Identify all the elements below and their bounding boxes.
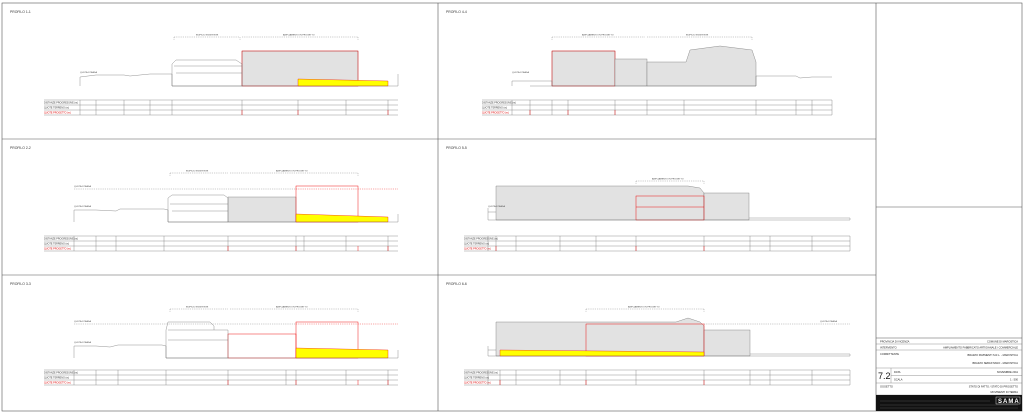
level-label: QUOTA STRADA — [74, 341, 92, 344]
profile-panel-4: PROFILO 4-4 AMPLIAMENTO IN PROGETTO EDIF… — [446, 10, 833, 116]
sheet-number: 7.2 — [878, 371, 891, 381]
existing-building — [614, 58, 648, 87]
oggetto-2: MOVIMENTI DI TERRA — [991, 390, 1019, 394]
terrain-profile — [79, 73, 399, 87]
terrain-profile — [74, 344, 399, 359]
profile-title: PROFILO 5-5 — [446, 146, 467, 150]
row-label: QUOTE TERRENO (m) — [482, 107, 507, 110]
committente-2: BRAZZO SEBASTIANO - MAROSTICA — [972, 361, 1018, 365]
profile-title: PROFILO 6-6 — [446, 282, 467, 286]
label-ampliamento-in-progetto: AMPLIAMENTO IN PROGETTO — [283, 34, 315, 37]
committente-label: COMMITTENTE — [880, 352, 899, 356]
existing-building — [703, 329, 751, 357]
data-value: NOVEMBRE 2011 — [997, 370, 1019, 374]
profile-panel-6: PROFILO 6-6 AMPLIAMENTO IN PROGETTO QUOT… — [446, 282, 851, 386]
company-logo: SAMA — [998, 399, 1020, 405]
label-ampliamento-in-progetto: AMPLIAMENTO IN PROGETTO — [628, 306, 660, 309]
intervento: AMPLIAMENTO FABBRICATO ARTIGIANALE / COM… — [943, 346, 1018, 350]
row-label: DISTANZE PROGRESSIVE (m) — [44, 372, 78, 375]
fill-earthwork — [295, 213, 389, 223]
terrain-profile — [74, 208, 399, 223]
level-label: QUOTA STRADA — [820, 320, 838, 323]
fill-earthwork — [295, 347, 389, 359]
profile-data-table: DISTANZE PROGRESSIVE (m) QUOTE TERRENO (… — [44, 99, 398, 116]
oggetto-1: STATO DI FATTO / STATO DI PROGETTO — [969, 385, 1018, 389]
project-outline — [227, 333, 297, 359]
row-label: QUOTE TERRENO (m) — [44, 107, 69, 110]
row-label: QUOTE PROGETTO (m) — [44, 112, 71, 115]
comune: COMUNE DI MAROSTICA — [987, 340, 1018, 344]
row-label: QUOTE PROGETTO (m) — [464, 248, 491, 251]
row-label: QUOTE TERRENO (m) — [44, 377, 69, 380]
level-label: QUOTA STRADA — [512, 71, 530, 74]
fill-earthwork — [297, 78, 389, 87]
profile-data-table: DISTANZE PROGRESSIVE (m) QUOTE TERRENO (… — [464, 369, 851, 386]
existing-building — [227, 196, 297, 223]
label-ampliamento-in-progetto: AMPLIAMENTO IN PROGETTO — [276, 306, 308, 309]
level-label: QUOTA STRADA — [74, 320, 92, 323]
row-label: QUOTE PROGETTO (m) — [464, 382, 491, 385]
profile-title: PROFILO 1-1 — [10, 10, 31, 14]
terrain-profile — [488, 211, 851, 221]
provincia-label: PROVINCIA DI VICENZA — [880, 340, 910, 344]
logo-bar — [876, 395, 1022, 411]
oggetto-label: OGGETTO — [880, 385, 893, 389]
existing-building — [646, 45, 757, 87]
intervento-label: INTERVENTO — [880, 346, 897, 350]
label-ampliamento-in-progetto: AMPLIAMENTO IN PROGETTO — [582, 34, 614, 37]
profile-panel-3: PROFILO 3-3 EDIFICIO ESISTENTE AMPLIAMEN… — [10, 282, 399, 386]
level-label: QUOTA STRADA — [80, 71, 98, 74]
profile-data-table: DISTANZE PROGRESSIVE (m) QUOTE TERRENO (… — [44, 369, 398, 386]
level-label: QUOTA STRADA — [488, 205, 506, 208]
data-label: DATA — [894, 370, 901, 374]
existing-building — [551, 50, 616, 87]
scala-label: SCALA — [894, 378, 903, 382]
row-label: DISTANZE PROGRESSIVE (m) — [464, 372, 498, 375]
scala-value: 1 : 500 — [1010, 378, 1018, 382]
level-label: QUOTA STRADA — [74, 205, 92, 208]
row-label: QUOTE TERRENO (m) — [464, 377, 489, 380]
row-label: DISTANZE PROGRESSIVE (m) — [44, 238, 78, 241]
existing-building — [703, 192, 750, 221]
row-label: QUOTE TERRENO (m) — [464, 243, 489, 246]
existing-building — [165, 321, 229, 359]
terrain-profile — [512, 75, 832, 87]
profile-panel-2: PROFILO 2-2 EDIFICIO ESISTENTE AMPLIAMEN… — [10, 146, 399, 252]
label-edificio-esistente: EDIFICIO ESISTENTE — [186, 307, 209, 309]
logo-box — [995, 396, 1021, 405]
level-label: QUOTA STRADA — [74, 185, 92, 188]
profile-panel-1: PROFILO 1-1 EDIFICIO ESISTENTE AMPLIAMEN… — [10, 10, 399, 116]
label-edificio-esistente: EDIFICIO ESISTENTE — [196, 35, 219, 37]
row-label: QUOTE PROGETTO (m) — [482, 112, 509, 115]
profile-title: PROFILO 3-3 — [10, 282, 31, 286]
label-ampliamento-in-progetto: AMPLIAMENTO IN PROGETTO — [276, 170, 308, 173]
profile-title: PROFILO 2-2 — [10, 146, 31, 150]
row-label: DISTANZE PROGRESSIVE (m) — [464, 238, 498, 241]
title-block: PROVINCIA DI VICENZA COMUNE DI MAROSTICA… — [876, 206, 1022, 411]
profile-data-table: DISTANZE PROGRESSIVE (m) QUOTE TERRENO (… — [44, 235, 398, 252]
row-label: QUOTE PROGETTO (m) — [44, 248, 71, 251]
profile-panel-5: PROFILO 5-5 AMPLIAMENTO IN PROGETTO QUOT… — [446, 146, 851, 252]
label-ampliamento-in-progetto: AMPLIAMENTO IN PROGETTO — [652, 178, 684, 181]
row-label: DISTANZE PROGRESSIVE (m) — [44, 102, 78, 105]
profile-data-table: DISTANZE PROGRESSIVE (m) QUOTE TERRENO (… — [482, 99, 833, 116]
profile-data-table: DISTANZE PROGRESSIVE (m) QUOTE TERRENO (… — [464, 235, 851, 252]
row-label: QUOTE PROGETTO (m) — [44, 382, 71, 385]
profile-title: PROFILO 4-4 — [446, 10, 467, 14]
label-edificio-esistente: EDIFICIO ESISTENTE — [186, 171, 209, 173]
existing-building — [167, 194, 229, 223]
committente-1: BRAZZO PAVIMENTI S.R.L. - MAROSTICA — [968, 353, 1019, 357]
row-label: QUOTE TERRENO (m) — [44, 243, 69, 246]
row-label: DISTANZE PROGRESSIVE (m) — [482, 102, 516, 105]
existing-building — [495, 185, 705, 221]
label-edificio-esistente: EDIFICIO ESISTENTE — [686, 35, 709, 37]
terrain-profile — [488, 349, 851, 357]
